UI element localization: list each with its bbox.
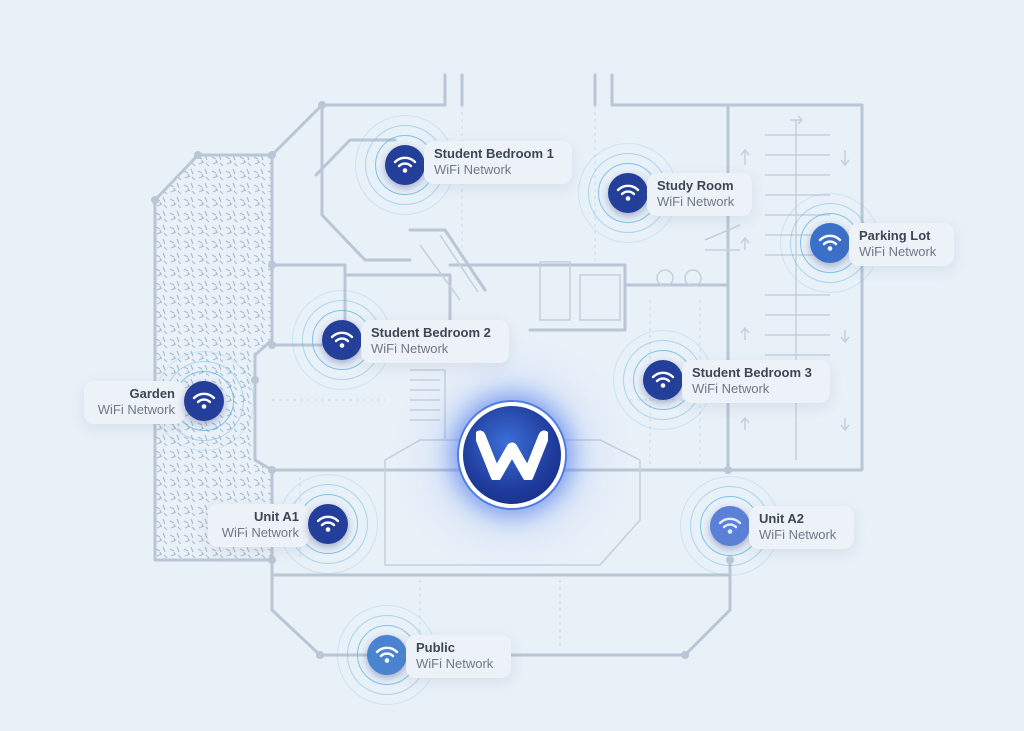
wifi-icon xyxy=(184,381,224,421)
wifi-icon xyxy=(308,504,348,544)
ap-network-label: WiFi Network xyxy=(221,525,299,540)
ap-label: Garden WiFi Network xyxy=(83,381,185,424)
ap-network-label: WiFi Network xyxy=(759,527,837,542)
ap-label: Public WiFi Network xyxy=(406,635,512,678)
wifi-icon xyxy=(608,173,648,213)
wifi-icon xyxy=(322,320,362,360)
ap-network-label: WiFi Network xyxy=(416,656,494,671)
w-logo-icon xyxy=(476,430,548,480)
ap-name: Study Room xyxy=(657,178,734,193)
ap-name: Garden xyxy=(129,386,175,401)
ap-label: Study Room WiFi Network xyxy=(647,173,753,216)
ap-network-label: WiFi Network xyxy=(859,244,937,259)
ap-label: Student Bedroom 1 WiFi Network xyxy=(424,141,572,184)
wifi-icon xyxy=(710,506,750,546)
ap-name: Public xyxy=(416,640,456,655)
ap-name: Unit A1 xyxy=(253,509,299,524)
ap-label: Unit A2 WiFi Network xyxy=(749,506,855,549)
wifi-icon xyxy=(810,223,850,263)
ap-name: Unit A2 xyxy=(759,511,805,526)
ap-label: Unit A1 WiFi Network xyxy=(207,504,309,547)
wifi-icon xyxy=(385,145,425,185)
ap-name: Student Bedroom 2 xyxy=(371,325,491,340)
ap-label: Student Bedroom 2 WiFi Network xyxy=(361,320,509,363)
wifi-icon xyxy=(367,635,407,675)
ap-name: Student Bedroom 1 xyxy=(434,146,554,161)
ap-network-label: WiFi Network xyxy=(692,381,770,396)
wifi-icon xyxy=(643,360,683,400)
ap-network-label: WiFi Network xyxy=(97,402,175,417)
ap-label: Parking Lot WiFi Network xyxy=(849,223,955,266)
ap-name: Student Bedroom 3 xyxy=(692,365,812,380)
ap-name: Parking Lot xyxy=(859,228,931,243)
ap-network-label: WiFi Network xyxy=(371,341,449,356)
ap-label: Student Bedroom 3 WiFi Network xyxy=(682,360,830,403)
ap-network-label: WiFi Network xyxy=(657,194,735,209)
central-router-hub[interactable] xyxy=(459,402,565,508)
ap-network-label: WiFi Network xyxy=(434,162,512,177)
